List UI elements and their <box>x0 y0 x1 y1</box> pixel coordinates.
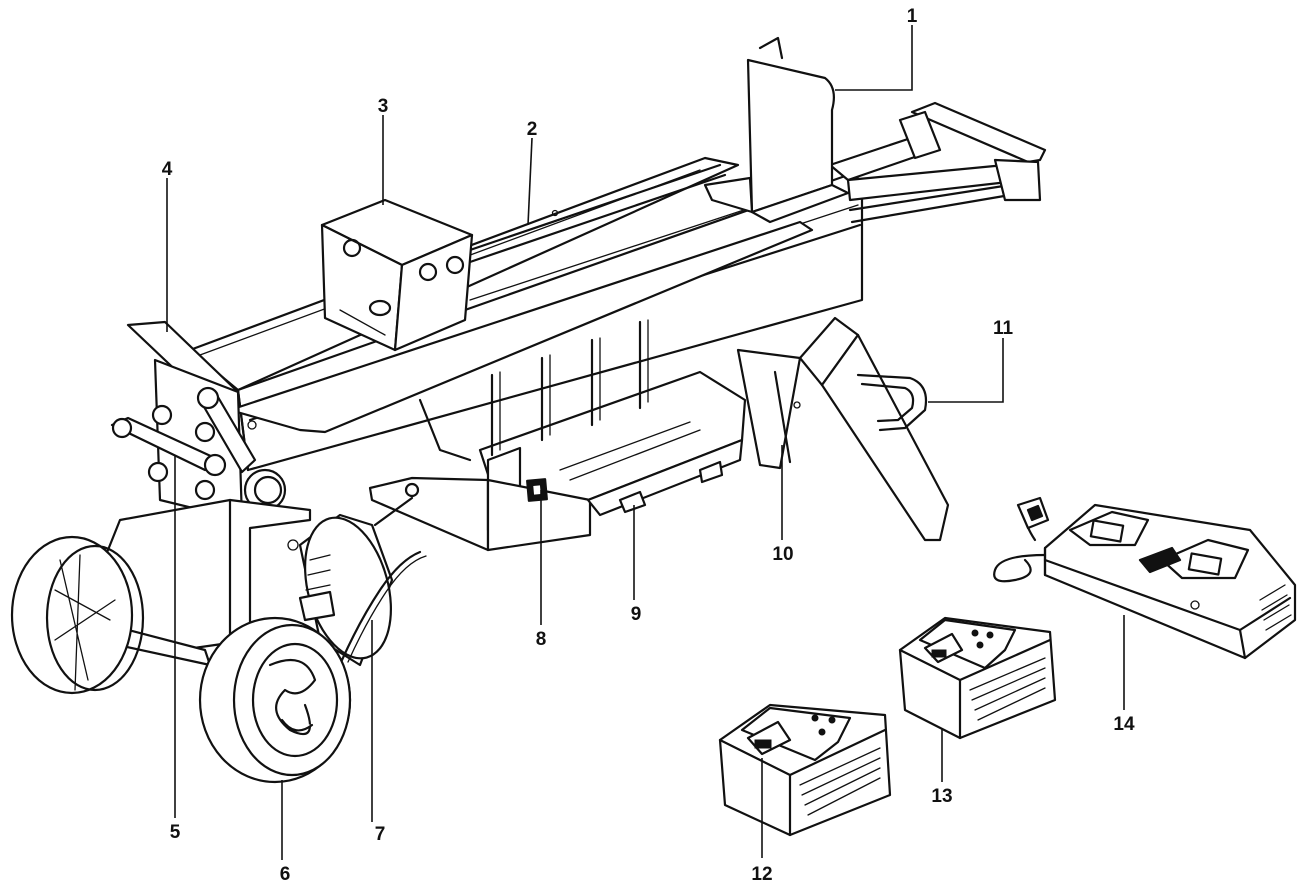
rear-wheel <box>10 535 145 695</box>
callout-8: 8 <box>536 629 547 650</box>
callout-13: 13 <box>931 786 952 807</box>
upper-rail <box>468 163 727 264</box>
callout-2: 2 <box>527 119 538 140</box>
battery-charger <box>993 496 1297 660</box>
splitting-wedge <box>703 36 850 224</box>
callout-7: 7 <box>375 824 386 845</box>
callout-6: 6 <box>280 864 291 885</box>
callout-1: 1 <box>907 6 918 27</box>
motor <box>298 513 427 667</box>
log-splitter <box>10 36 1047 784</box>
callout-12: 12 <box>751 864 772 885</box>
push-plate <box>320 198 474 352</box>
frame-ribs <box>418 319 649 462</box>
carry-handle <box>856 373 928 432</box>
front-wheel <box>198 616 352 784</box>
battery-housing <box>368 370 747 552</box>
battery-13 <box>898 616 1057 740</box>
callout-10: 10 <box>772 544 793 565</box>
callout-labels: 1 2 3 4 5 6 7 8 9 10 11 12 13 14 <box>162 6 1135 885</box>
callout-14: 14 <box>1113 714 1135 735</box>
control-valve <box>110 386 287 512</box>
leader-lines <box>166 25 1125 860</box>
callout-9: 9 <box>631 604 642 625</box>
battery-12 <box>718 703 892 837</box>
rear-leg-stand <box>736 316 950 542</box>
callout-3: 3 <box>378 96 389 117</box>
callout-5: 5 <box>170 822 181 843</box>
callout-4: 4 <box>162 159 173 180</box>
hydraulic-ram <box>828 101 1047 224</box>
callout-11: 11 <box>993 318 1014 339</box>
